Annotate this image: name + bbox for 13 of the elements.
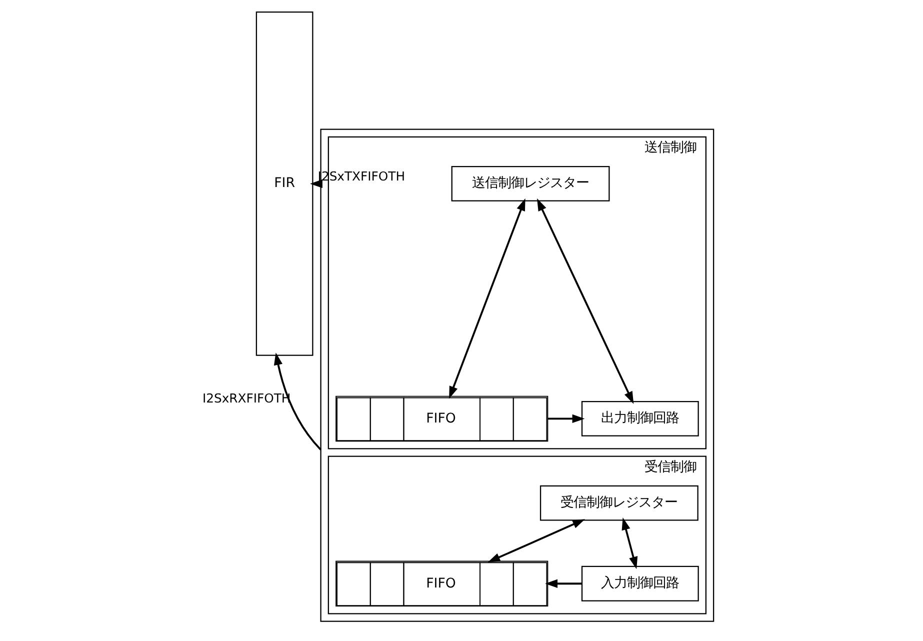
cluster xyxy=(320,128,714,622)
node-box: 入力制御回路 xyxy=(581,566,699,602)
arrow xyxy=(449,198,526,399)
arrow xyxy=(548,414,585,424)
arrow xyxy=(274,352,322,450)
arrow xyxy=(545,579,582,588)
arrow xyxy=(622,518,638,570)
node-box: FIR xyxy=(256,12,314,356)
node-box: 出力制御回路 xyxy=(581,400,699,436)
node-box: 受信制御レジスター xyxy=(540,485,698,521)
arrow xyxy=(488,519,586,562)
arrow xyxy=(537,198,634,404)
node-box: 送信制御レジスター xyxy=(451,166,610,202)
